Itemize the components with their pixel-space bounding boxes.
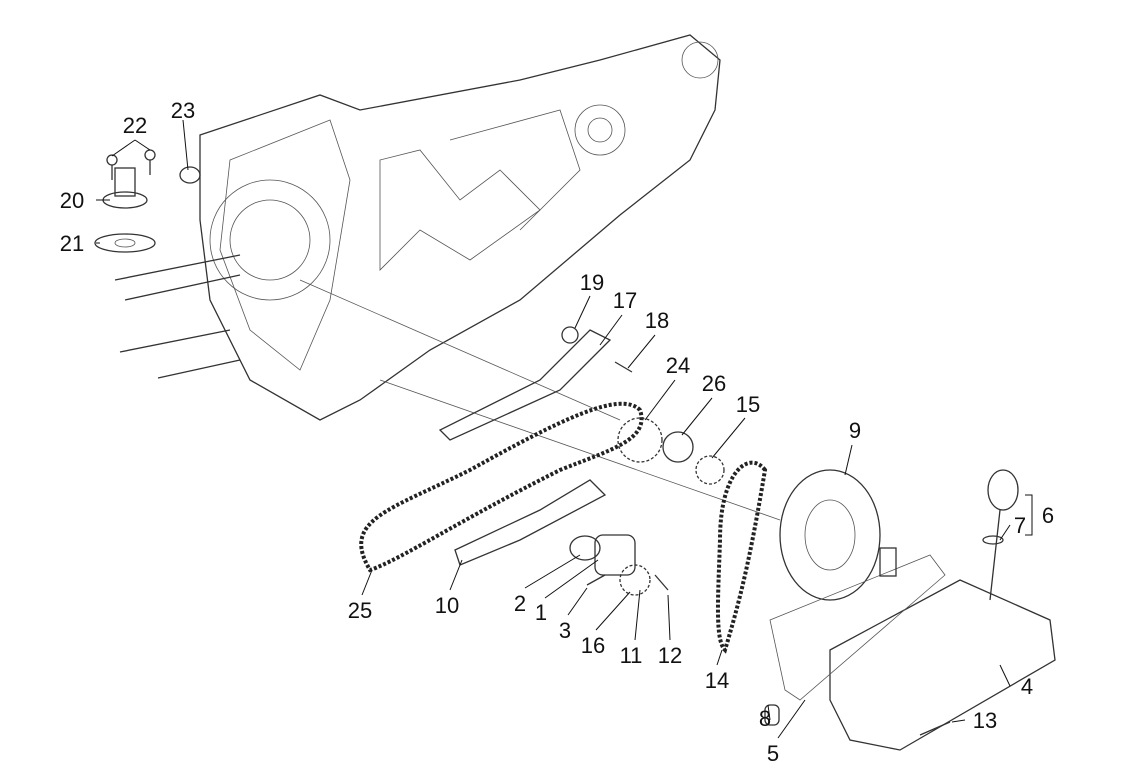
callout-19: 19	[580, 270, 604, 295]
sprocket-24	[617, 417, 663, 463]
timing-chain-25	[359, 401, 644, 573]
callout-7: 7	[1014, 513, 1026, 538]
callout-24: 24	[666, 353, 690, 378]
oil-sump-4	[829, 579, 1056, 751]
chain-guide-10	[454, 479, 607, 566]
callout-2: 2	[514, 591, 526, 616]
callout-17: 17	[613, 288, 637, 313]
oil-pump-chain-14	[715, 460, 768, 654]
callout-23: 23	[171, 98, 195, 123]
clip	[879, 547, 897, 577]
callout-21: 21	[60, 231, 84, 256]
seal-2	[569, 535, 601, 561]
callout-25: 25	[348, 598, 372, 623]
callout-1: 1	[535, 600, 547, 625]
callout-11: 11	[620, 643, 643, 668]
leader-lines	[96, 119, 1033, 739]
callout-3: 3	[559, 618, 571, 643]
callout-14: 14	[705, 668, 729, 693]
callout-22: 22	[123, 113, 147, 138]
chain-tensioner	[94, 149, 201, 253]
callout-4: 4	[1021, 674, 1033, 699]
bush-19	[561, 326, 579, 344]
callout-6: 6	[1042, 503, 1054, 528]
callout-13: 13	[973, 708, 997, 733]
sprocket-16	[619, 564, 651, 596]
callout-20: 20	[60, 188, 84, 213]
gasket-5	[769, 554, 946, 701]
callout-12: 12	[658, 643, 682, 668]
sprocket-15	[695, 455, 725, 485]
washer-26	[662, 431, 694, 463]
callout-26: 26	[702, 371, 726, 396]
callout-8: 8	[759, 706, 771, 731]
dowel-8	[764, 704, 780, 726]
callout-16: 16	[581, 633, 605, 658]
callouts: 1 2 3 4 5 6 7 8 9 10 11 12 13 14 15 16 1…	[60, 98, 1054, 766]
o-ring-7	[982, 535, 1004, 545]
oil-pump-1	[594, 534, 636, 576]
callout-15: 15	[736, 392, 760, 417]
dipstick-6	[987, 469, 1019, 511]
crankcase	[114, 34, 781, 521]
chain-guide-17	[438, 329, 612, 441]
callout-5: 5	[767, 741, 779, 766]
pump-cover-9	[779, 469, 881, 601]
callout-10: 10	[435, 593, 459, 618]
callout-9: 9	[849, 418, 861, 443]
callout-18: 18	[645, 308, 669, 333]
